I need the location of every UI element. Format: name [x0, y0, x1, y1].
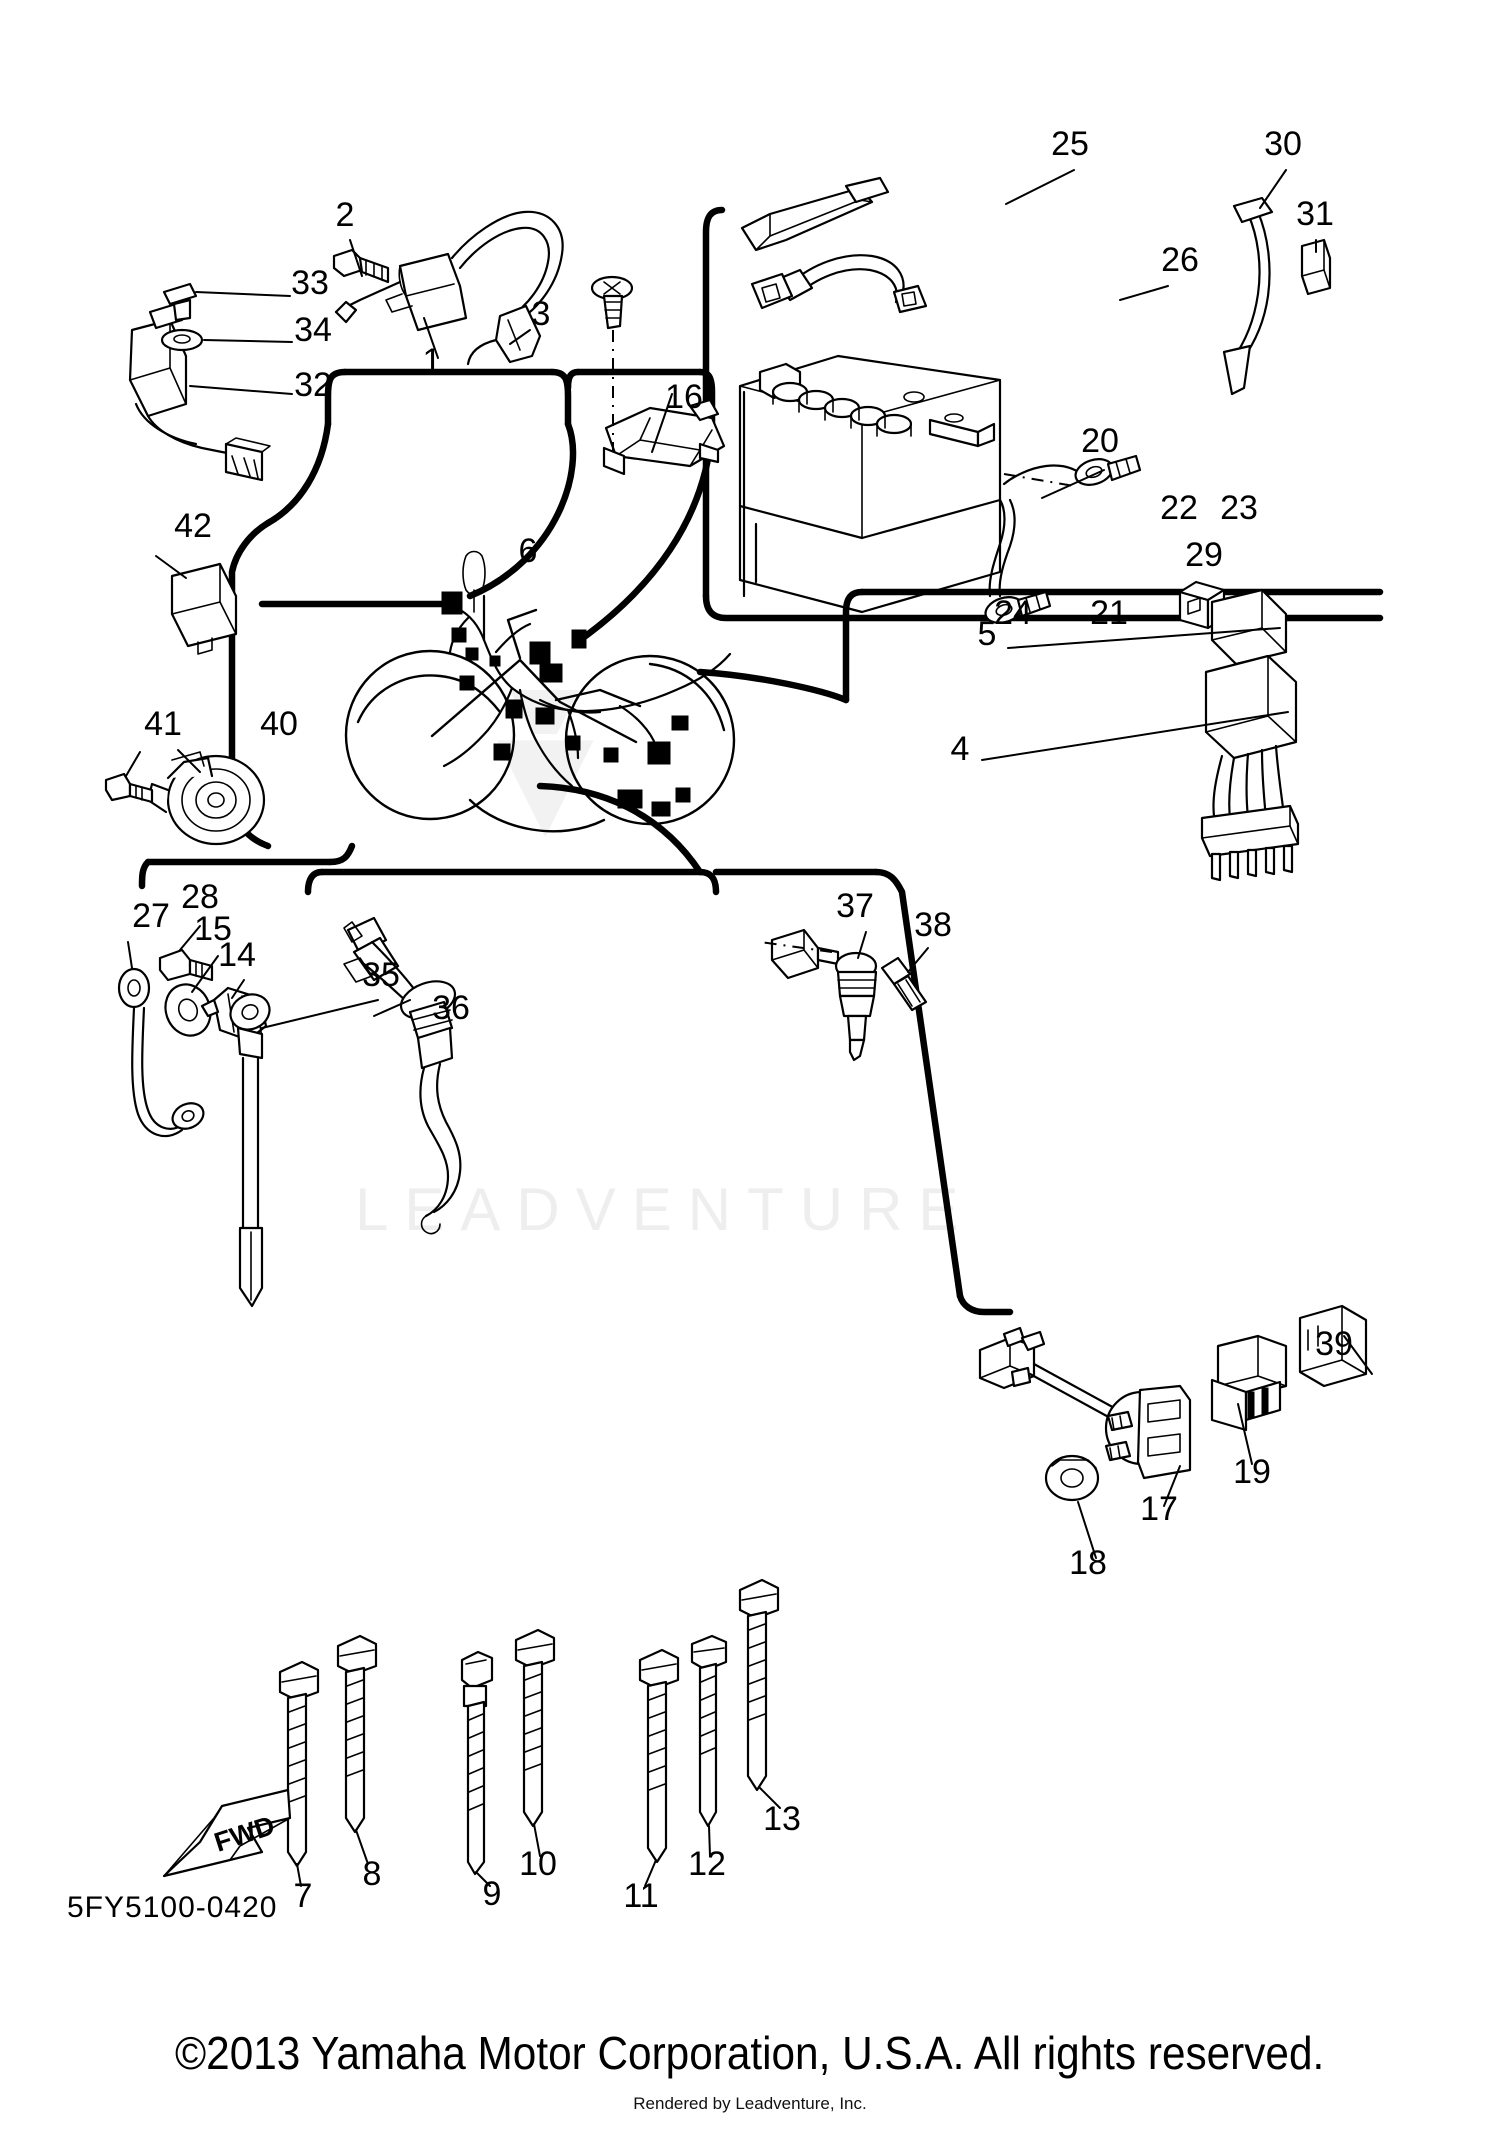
callout-35: 35	[362, 956, 400, 994]
copyright-text: ©2013 Yamaha Motor Corporation, U.S.A. A…	[175, 2027, 1325, 2079]
callout-41: 41	[144, 705, 182, 743]
callout-8: 8	[363, 1855, 382, 1893]
cable-tie-9	[460, 1650, 494, 1887]
cable-tie-7	[278, 1660, 320, 1887]
callout-18: 18	[1069, 1544, 1107, 1582]
callout-20: 20	[1081, 422, 1119, 460]
ground-wire-35	[229, 993, 271, 1308]
callout-36: 36	[432, 989, 470, 1027]
washer-15	[164, 983, 212, 1037]
rectifier-group	[981, 588, 1300, 882]
starter-relay-assembly	[978, 1304, 1373, 1559]
wire-harness-assembly	[441, 550, 732, 817]
callout-42: 42	[174, 507, 212, 545]
callout-10: 10	[519, 1845, 557, 1883]
horn-bolt	[104, 772, 154, 804]
coil-bolt	[332, 248, 390, 284]
rendered-by-text: Rendered by Leadventure, Inc.	[633, 2094, 867, 2113]
cable-tie-13	[738, 1578, 781, 1809]
callout-26: 26	[1161, 241, 1199, 279]
fwd-arrow: FWD	[162, 1788, 292, 1878]
callout-16: 16	[665, 378, 703, 416]
callout-30: 30	[1264, 125, 1302, 163]
terminal-cap	[1300, 238, 1332, 296]
starter-relay-group	[128, 282, 293, 482]
callout-13: 13	[763, 1800, 801, 1838]
ground-eyelet-2	[171, 1102, 205, 1130]
callout-1: 1	[423, 342, 442, 380]
callout-2: 2	[336, 196, 355, 234]
callout-9: 9	[483, 1875, 502, 1913]
copyright-footer: ©2013 Yamaha Motor Corporation, U.S.A. A…	[0, 2026, 1500, 2080]
watermark: LEADVENTURE	[355, 690, 958, 1243]
callout-33: 33	[291, 264, 329, 302]
positive-terminal-eyelet	[984, 590, 1052, 624]
callout-4: 4	[951, 730, 970, 768]
callout-29: 29	[1185, 536, 1223, 574]
horn-group	[104, 749, 266, 846]
ground-eyelet	[117, 967, 151, 1009]
group-bracket-lines	[138, 206, 1384, 1316]
callout-17: 17	[1140, 1490, 1178, 1528]
ignition-coil-group	[332, 210, 564, 366]
callout-40: 40	[260, 705, 298, 743]
callout-27: 27	[132, 897, 170, 935]
callout-38: 38	[914, 906, 952, 944]
fuse-holder	[1210, 1334, 1288, 1432]
callout-11: 11	[623, 1877, 658, 1915]
callout-15: 15	[194, 910, 232, 948]
bracket-screw	[590, 275, 634, 330]
callout-31: 31	[1296, 195, 1334, 233]
callout-3: 3	[532, 295, 551, 333]
callout-22: 22	[1160, 489, 1198, 527]
callout-39: 39	[1315, 1325, 1353, 1363]
callout-21: 21	[1090, 594, 1128, 632]
cable-ties	[278, 1578, 781, 1887]
callout-24: 24	[994, 594, 1032, 632]
cable-tie-10	[514, 1628, 556, 1857]
callout-19: 19	[1233, 1453, 1271, 1491]
callout-7: 7	[294, 1877, 313, 1915]
cable-tie-11	[638, 1648, 680, 1887]
relay-bolt	[162, 282, 198, 322]
callout-32: 32	[294, 366, 332, 404]
callout-5: 5	[978, 615, 997, 653]
battery-strap-group	[740, 169, 1332, 396]
switch-screw	[880, 956, 928, 1012]
neutral-switch-lead	[343, 916, 462, 1235]
callout-28: 28	[181, 878, 219, 916]
callout-12: 12	[688, 1845, 726, 1883]
callout-37: 37	[836, 887, 874, 925]
diagram-code: 5FY5100-0420	[67, 1891, 278, 1924]
flasher-relay	[155, 555, 238, 655]
oil-level-switch-group	[759, 928, 929, 1062]
relay-nut	[1044, 1454, 1100, 1502]
callout-6: 6	[519, 532, 538, 570]
relay-washer	[160, 328, 204, 352]
cable-tie-12	[690, 1634, 728, 1857]
relay-bracket-group	[590, 275, 726, 476]
callout-34: 34	[294, 311, 332, 349]
relay-cover	[1298, 1304, 1368, 1388]
ground-bolt	[158, 948, 214, 982]
cable-tie-8	[336, 1634, 378, 1865]
ground-lead-group	[117, 925, 379, 1308]
callout-25: 25	[1051, 125, 1089, 163]
callout-23: 23	[1220, 489, 1258, 527]
callout-14: 14	[218, 936, 256, 974]
